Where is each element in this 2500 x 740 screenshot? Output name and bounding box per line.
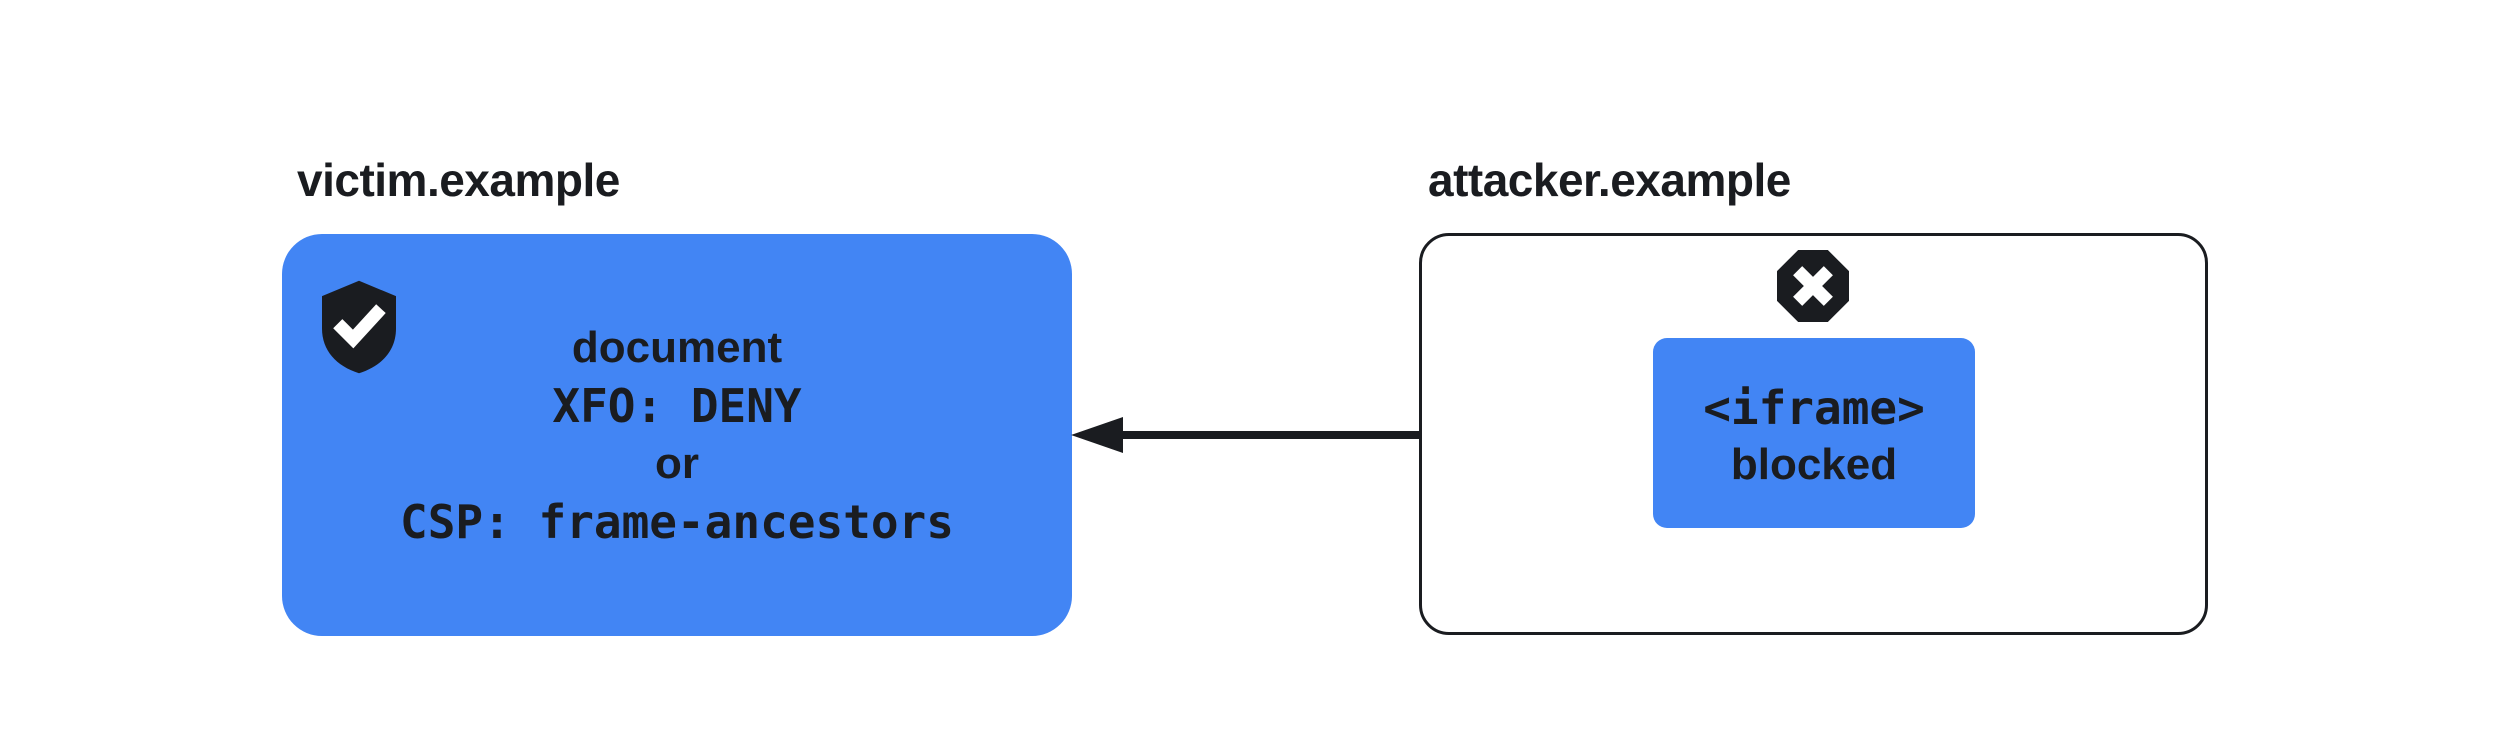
victim-line-csp-frame-ancestors: CSP: frame-ancestors: [400, 495, 954, 549]
victim-document-box: document XFO: DENY or CSP: frame-ancesto…: [282, 234, 1072, 636]
victim-line-or: or: [655, 439, 699, 488]
blocked-x-icon: [1777, 250, 1849, 322]
victim-site-label: victim.example: [297, 154, 620, 206]
arrow-head-left-icon: [1071, 417, 1123, 453]
victim-line-document: document: [571, 323, 783, 372]
iframe-blocked-label: blocked: [1730, 439, 1898, 489]
attacker-site-label: attacker.example: [1428, 154, 1791, 206]
iframe-tag-label: <iframe>: [1703, 380, 1925, 435]
iframe-blocked-box: <iframe> blocked: [1653, 338, 1975, 528]
victim-box-text: document XFO: DENY or CSP: frame-ancesto…: [282, 234, 1072, 636]
victim-line-xfo-deny: XFO: DENY: [552, 379, 802, 433]
arrow-line: [1118, 431, 1654, 439]
shield-check-icon: [322, 280, 396, 374]
attacker-page-box: <iframe> blocked: [1419, 233, 2208, 635]
